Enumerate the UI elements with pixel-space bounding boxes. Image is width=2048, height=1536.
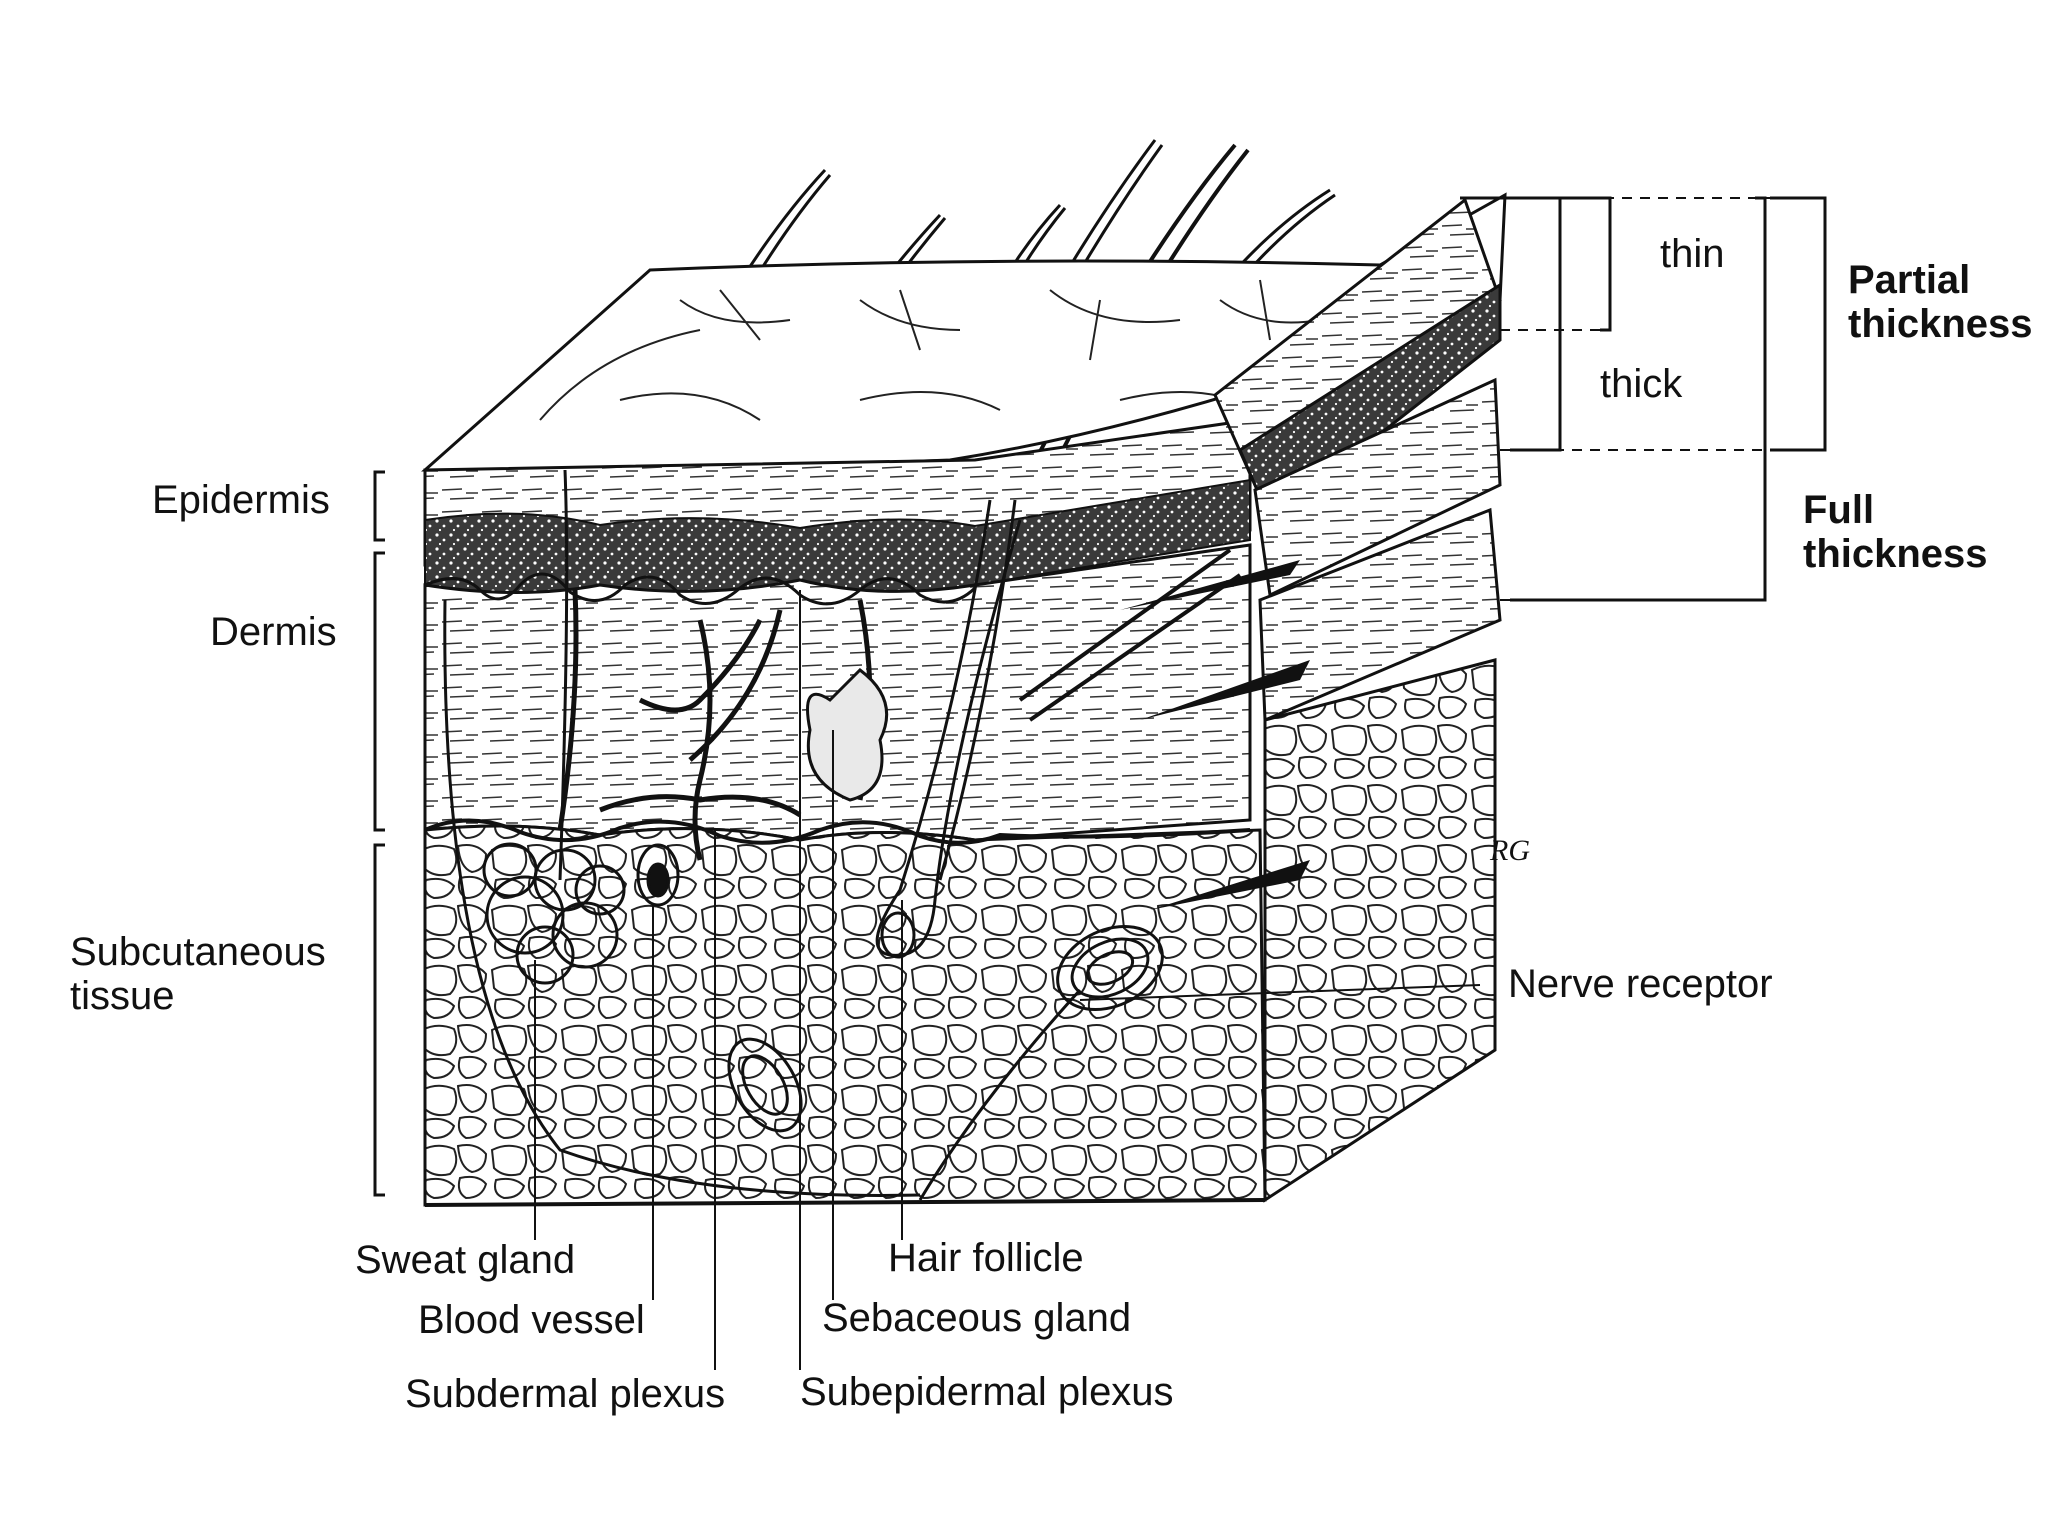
label-subdermal-plexus: Subdermal plexus [405,1372,726,1416]
depth-step-blocks [1213,197,1502,1203]
label-partial-thickness: Partial thickness [1848,258,2033,346]
deep-receptor-drawing [727,1037,803,1133]
label-dermis: Dermis [210,610,337,654]
label-hair-follicle: Hair follicle [888,1236,1084,1280]
label-thin: thin [1660,232,1725,276]
label-nerve-receptor: Nerve receptor [1508,962,1773,1006]
leader-lines [534,590,1481,1370]
label-subcutaneous-tissue: Subcutaneous tissue [70,930,326,1018]
label-sweat-gland: Sweat gland [355,1238,576,1282]
label-sebaceous-gland: Sebaceous gland [822,1296,1132,1340]
base-edge [424,1198,1266,1207]
label-thick: thick [1600,362,1683,406]
thickness-dashed-guides [1460,197,1825,601]
sebaceous-gland-drawing [806,668,889,802]
leader-nerve-receptor [1079,984,1481,1001]
artist-signature: RG [1489,834,1530,867]
nerve-fiber [443,599,921,1197]
label-blood-vessel: Blood vessel [418,1298,645,1342]
blood-vessel-bulb [636,843,680,907]
dermis-subcut-boundary [424,818,1251,845]
nerve-receptor-drawing [918,924,1164,1201]
rete-ridges [424,572,977,606]
label-full-thickness: Full thickness [1803,488,1988,576]
layer-brackets [373,470,385,1197]
subcutaneous-layer [423,824,1267,1207]
sweat-gland-drawing [482,469,626,985]
label-epidermis: Epidermis [152,478,330,522]
hair-follicle-drawing [875,499,1242,959]
label-subepidermal-plexus: Subepidermal plexus [800,1370,1174,1414]
